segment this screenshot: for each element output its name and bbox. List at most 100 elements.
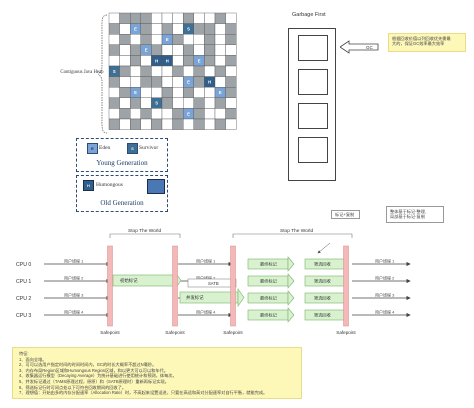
safepoint-bar (172, 245, 178, 327)
gc-label: GC (366, 45, 373, 50)
heap-region (193, 44, 205, 56)
heap-region-letter: E (187, 80, 190, 85)
heap-region (119, 97, 131, 109)
region-slot (298, 137, 328, 163)
heap-region (204, 65, 216, 77)
cpu-label: CPU 3 (16, 313, 31, 319)
garbage-first-title: Garbage First (292, 12, 326, 18)
heap-region (193, 65, 205, 77)
cpu-label: CPU 2 (16, 296, 31, 302)
heap-region (161, 118, 173, 130)
heap-region (204, 118, 216, 130)
heap-region (172, 65, 184, 77)
heap-region (140, 12, 152, 24)
heap-region (225, 86, 237, 98)
heap-region (182, 55, 194, 67)
heap-region (193, 86, 205, 98)
heap-region (161, 97, 173, 109)
heap-region-letter: H (166, 58, 169, 63)
survivor-label: Survivor (139, 145, 159, 151)
heap-region (140, 76, 152, 88)
heap-region (140, 108, 152, 120)
heap-region (214, 55, 226, 67)
gc-priority-note: 根据回收价值以列回收优先需最 大的，保证GC效率最大效率 (388, 33, 466, 52)
heap-region (130, 76, 142, 88)
heap-region (193, 108, 205, 120)
features-line: 5、并发标记通过（TAMS原理过程，原原）和（SATB原理时）重新再标记实现。 (19, 378, 169, 384)
old-generation-box: H Humongous Old Generation (76, 175, 168, 212)
heap-region (130, 55, 142, 67)
final-mark-label: 最终标记 (260, 312, 278, 319)
cleanup-label: 筛选回收 (314, 312, 332, 319)
initial-mark-label: 初始标记 (120, 277, 138, 284)
heap-region (214, 44, 226, 56)
heap-region (151, 118, 163, 130)
mark-copy-note: 标记+复制 (331, 210, 360, 219)
heap-region (151, 65, 163, 77)
user-thread-label: 用户线程 1 (375, 258, 395, 264)
heap-region (204, 97, 216, 109)
user-thread-label: 用户线程 3 (64, 292, 84, 298)
heap-region-letter: S (155, 101, 158, 106)
safepoint-label: Safepoint (223, 330, 243, 335)
heap-region (140, 86, 152, 98)
heap-region-letter: E (219, 90, 222, 95)
user-thread-label: 用户线程 4 (64, 309, 84, 315)
heap-region-letter: E (134, 27, 137, 32)
user-thread-label: 用户线程 2 (64, 275, 84, 281)
humongous-label: Humongous (96, 182, 123, 188)
cpu-label: CPU 0 (16, 262, 31, 268)
features-line: 1、面向全堆。 (19, 356, 47, 362)
heap-region (214, 65, 226, 77)
heap-region (140, 118, 152, 130)
heap-region (225, 108, 237, 120)
features-line: 特征: (19, 351, 29, 356)
safepoint-bar (107, 245, 113, 327)
heap-region (225, 44, 237, 56)
heap-region (214, 76, 226, 88)
heap-region (225, 118, 237, 130)
safepoint-bar (343, 245, 349, 327)
heap-region (108, 12, 120, 24)
heap-region (172, 44, 184, 56)
heap-region (225, 76, 237, 88)
heap-region (204, 23, 216, 35)
heap-region (204, 86, 216, 98)
stw-bracket (109, 233, 181, 238)
heap-region (172, 108, 184, 120)
heap-region (108, 76, 120, 88)
heap-region (182, 118, 194, 130)
safepoint-label: Safepoint (165, 330, 185, 335)
heap-region (214, 23, 226, 35)
cleanup-label: 筛选回收 (314, 261, 332, 268)
old-region-swatch (147, 179, 165, 194)
humongous-swatch: H (83, 180, 94, 191)
features-line: 2、可可以选用户指定时间的时间时间内，GC的时长大概率不超过N毫秒。 (19, 362, 157, 368)
region-slot (298, 69, 328, 95)
heap-region (161, 44, 173, 56)
eden-swatch: E (87, 143, 98, 154)
cleanup-label: 筛选回收 (314, 295, 332, 302)
garbage-first-column (288, 28, 336, 181)
cleanup-strategy-note-line: 整体基于标记-整理, (390, 209, 427, 214)
heap-region (151, 12, 163, 24)
heap-region (182, 97, 194, 109)
heap-region (108, 118, 120, 130)
heap-region (130, 97, 142, 109)
heap-region (161, 23, 173, 35)
heap-region (204, 55, 216, 67)
heap-region (182, 12, 194, 24)
heap-brace (98, 14, 108, 134)
user-thread-label: 用户线程 1 (64, 258, 84, 264)
final-mark-label: 最终标记 (260, 261, 278, 268)
heap-region-letter: S (187, 27, 190, 32)
heap-side-label: Contiguous Java Heap (60, 70, 104, 76)
heap-region (172, 86, 184, 98)
features-line: 6、筛选标记行时可间点处以下可符合回收期间的回收了。 (19, 384, 127, 390)
heap-region (130, 44, 142, 56)
heap-region (140, 97, 152, 109)
heap-region (182, 65, 194, 77)
heap-region (130, 12, 142, 24)
user-thread-label: 用户线程 3 (375, 292, 395, 298)
heap-region (182, 34, 194, 46)
